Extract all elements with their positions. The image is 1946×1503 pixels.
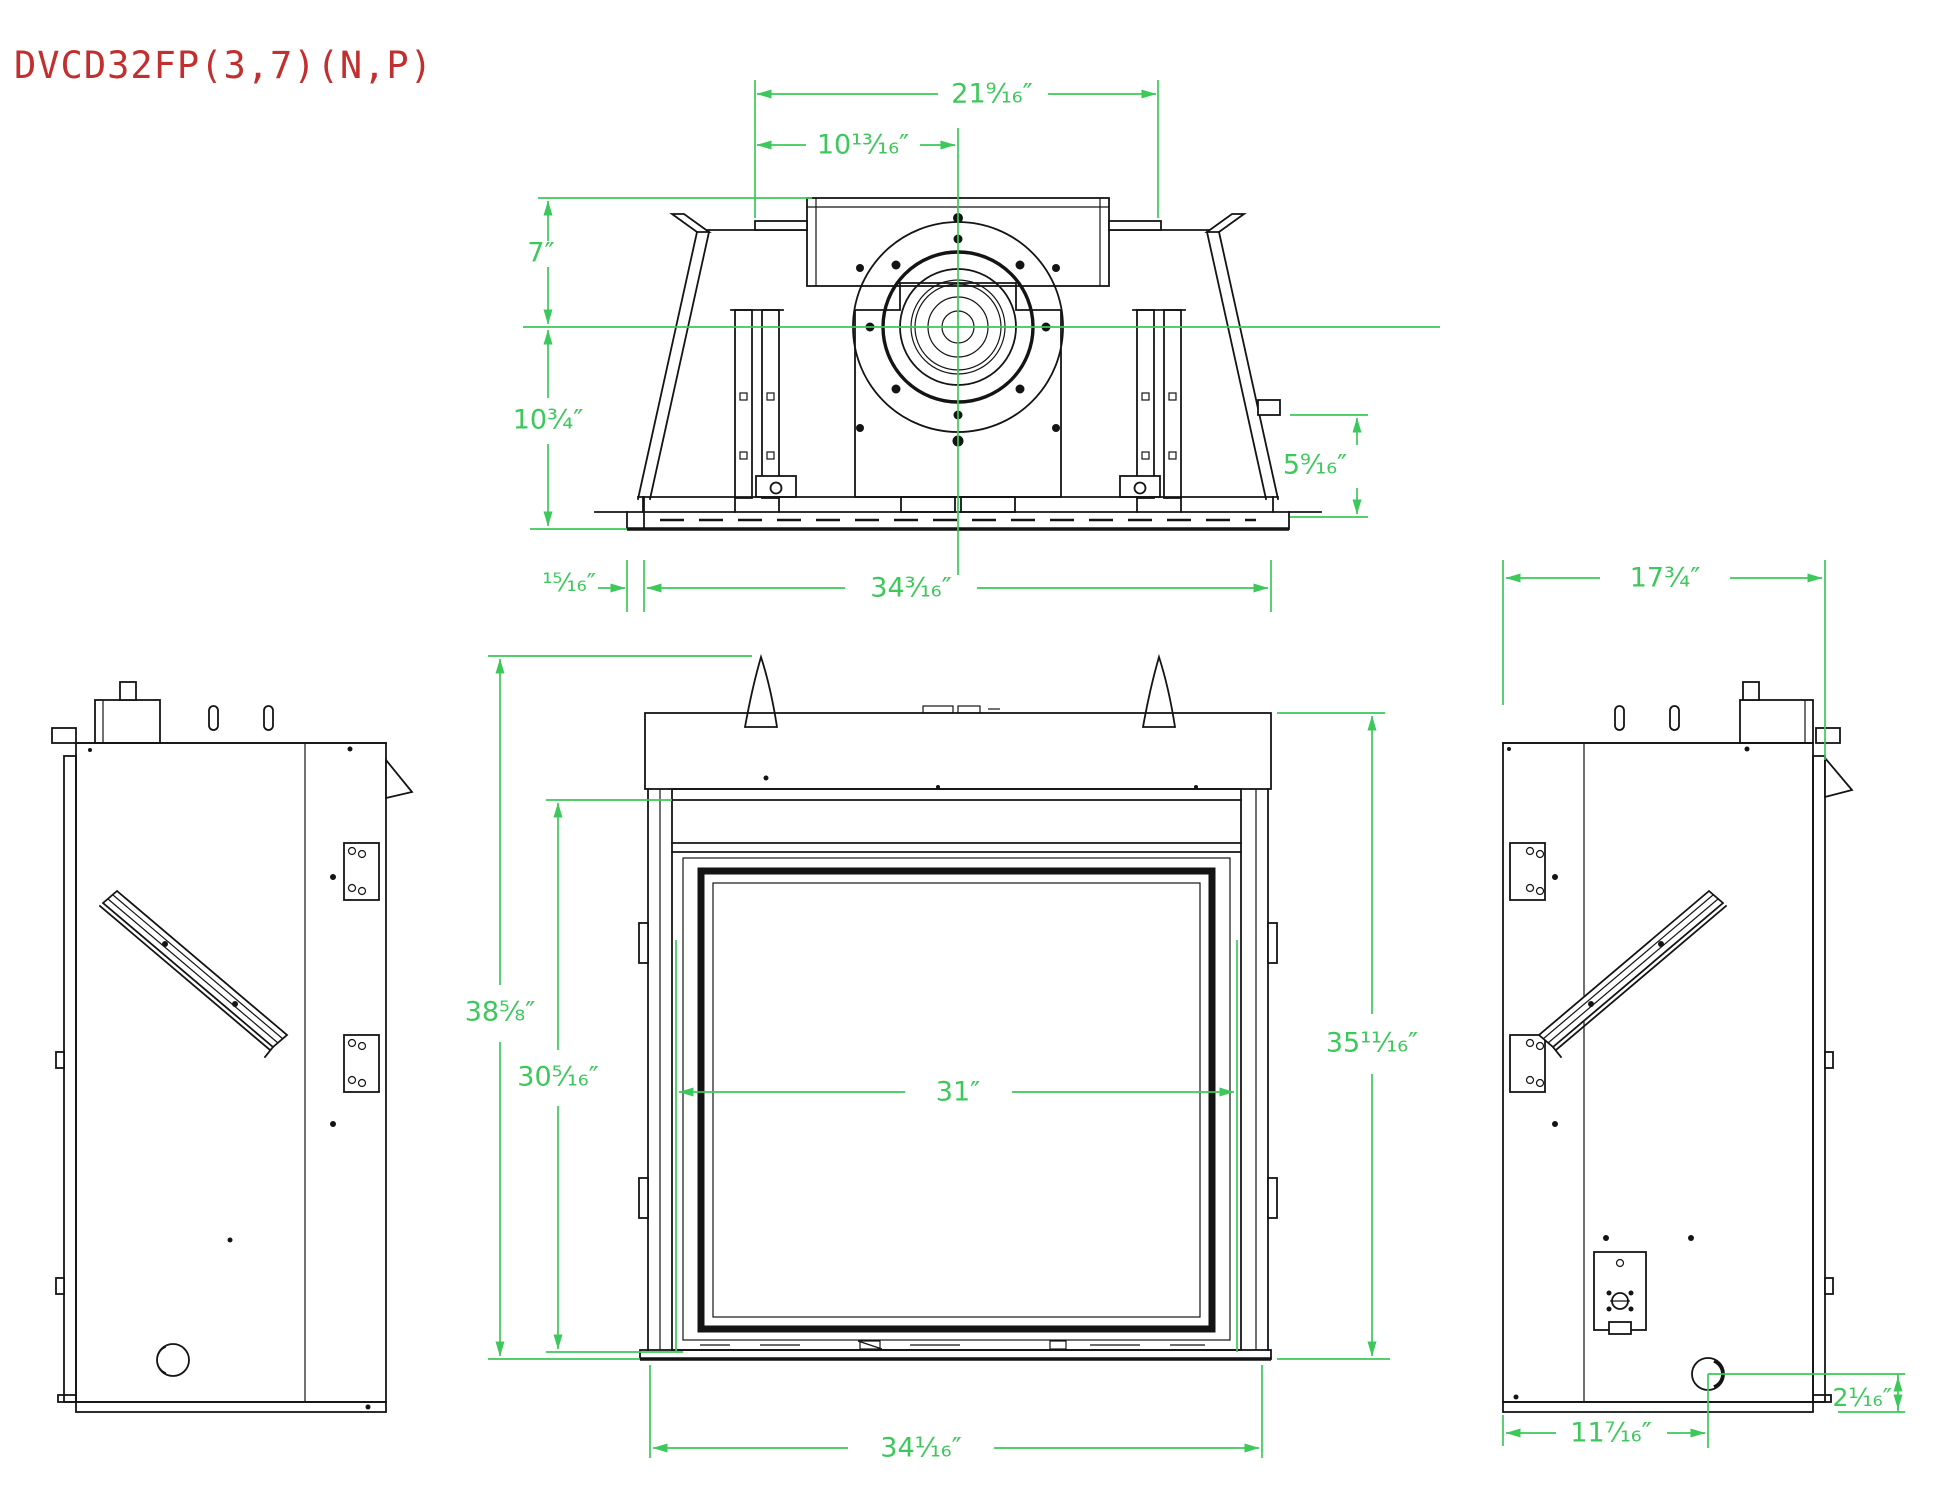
svg-text:10¹³⁄₁₆″: 10¹³⁄₁₆″	[817, 130, 909, 161]
diagonal-brace-left	[98, 889, 289, 1059]
svg-text:30⁵⁄₁₆″: 30⁵⁄₁₆″	[517, 1062, 598, 1093]
dim-hole-height: 2¹⁄₁₆″	[1833, 1374, 1905, 1413]
hanger-tab-right	[1141, 653, 1177, 728]
dim-side-depth: 17³⁄₄″	[1502, 560, 1826, 760]
dim-top-base-width: 34³⁄₁₆″	[646, 560, 1272, 612]
dim-collar-box-width: 21⁹⁄₁₆″	[754, 79, 1159, 218]
glass-door-frame	[697, 867, 1216, 1333]
valve-access-plate	[1593, 1235, 1694, 1335]
dim-base-lip: ¹⁵⁄₁₆″	[542, 560, 645, 612]
glass-pane	[712, 882, 1201, 1318]
glass-door-outer	[682, 857, 1231, 1341]
svg-text:17³⁄₄″: 17³⁄₄″	[1630, 563, 1701, 594]
gas-inlet-hole-left	[156, 1343, 190, 1377]
svg-text:11⁷⁄₁₆″: 11⁷⁄₁₆″	[1570, 1418, 1651, 1449]
drawing-title: DVCD32FP(3,7)(N,P)	[14, 44, 433, 87]
top-view: 21⁹⁄₁₆″ 10¹³⁄₁₆″ 7″ 10³⁄₄″ 5⁹⁄₁₆	[513, 79, 1440, 612]
dim-collar-box-half: 10¹³⁄₁₆″	[756, 130, 956, 161]
dim-top-to-flue-center: 7″	[527, 197, 812, 325]
svg-text:10³⁄₄″: 10³⁄₄″	[513, 405, 584, 436]
svg-text:7″: 7″	[527, 238, 554, 269]
dim-rear-step-height: 5⁹⁄₁₆″	[1283, 414, 1368, 518]
dim-overall-height: 38⁵⁄₈″	[465, 655, 752, 1360]
dim-body-height: 35¹¹⁄₁₆″	[1277, 712, 1418, 1360]
hanger-tab-left	[743, 653, 779, 728]
left-side-view	[51, 681, 414, 1413]
svg-text:38⁵⁄₈″: 38⁵⁄₈″	[465, 997, 536, 1028]
dim-flue-center-to-rear: 10³⁄₄″	[513, 329, 627, 530]
front-view: 38⁵⁄₈″ 30⁵⁄₁₆″ 35¹¹⁄₁₆″ 31″	[465, 653, 1418, 1464]
dim-opening-height: 30⁵⁄₁₆″	[517, 799, 683, 1353]
svg-text:35¹¹⁄₁₆″: 35¹¹⁄₁₆″	[1326, 1028, 1418, 1059]
dim-front-base-width: 34¹⁄₁₆″	[649, 1365, 1263, 1464]
diagonal-brace-right	[1537, 889, 1728, 1059]
svg-text:¹⁵⁄₁₆″: ¹⁵⁄₁₆″	[542, 568, 596, 597]
dim-opening-width: 31″	[675, 940, 1238, 1352]
svg-text:21⁹⁄₁₆″: 21⁹⁄₁₆″	[951, 79, 1032, 110]
svg-text:34³⁄₁₆″: 34³⁄₁₆″	[870, 573, 951, 604]
svg-text:5⁹⁄₁₆″: 5⁹⁄₁₆″	[1283, 450, 1347, 481]
svg-text:34¹⁄₁₆″: 34¹⁄₁₆″	[880, 1433, 961, 1464]
svg-text:2¹⁄₁₆″: 2¹⁄₁₆″	[1833, 1383, 1893, 1412]
svg-text:31″: 31″	[936, 1077, 980, 1108]
right-side-view: 17³⁄₄″ 11⁷⁄₁₆″ 2¹⁄₁₆″	[1502, 560, 1905, 1449]
dim-hole-from-rear: 11⁷⁄₁₆″	[1502, 1415, 1706, 1449]
